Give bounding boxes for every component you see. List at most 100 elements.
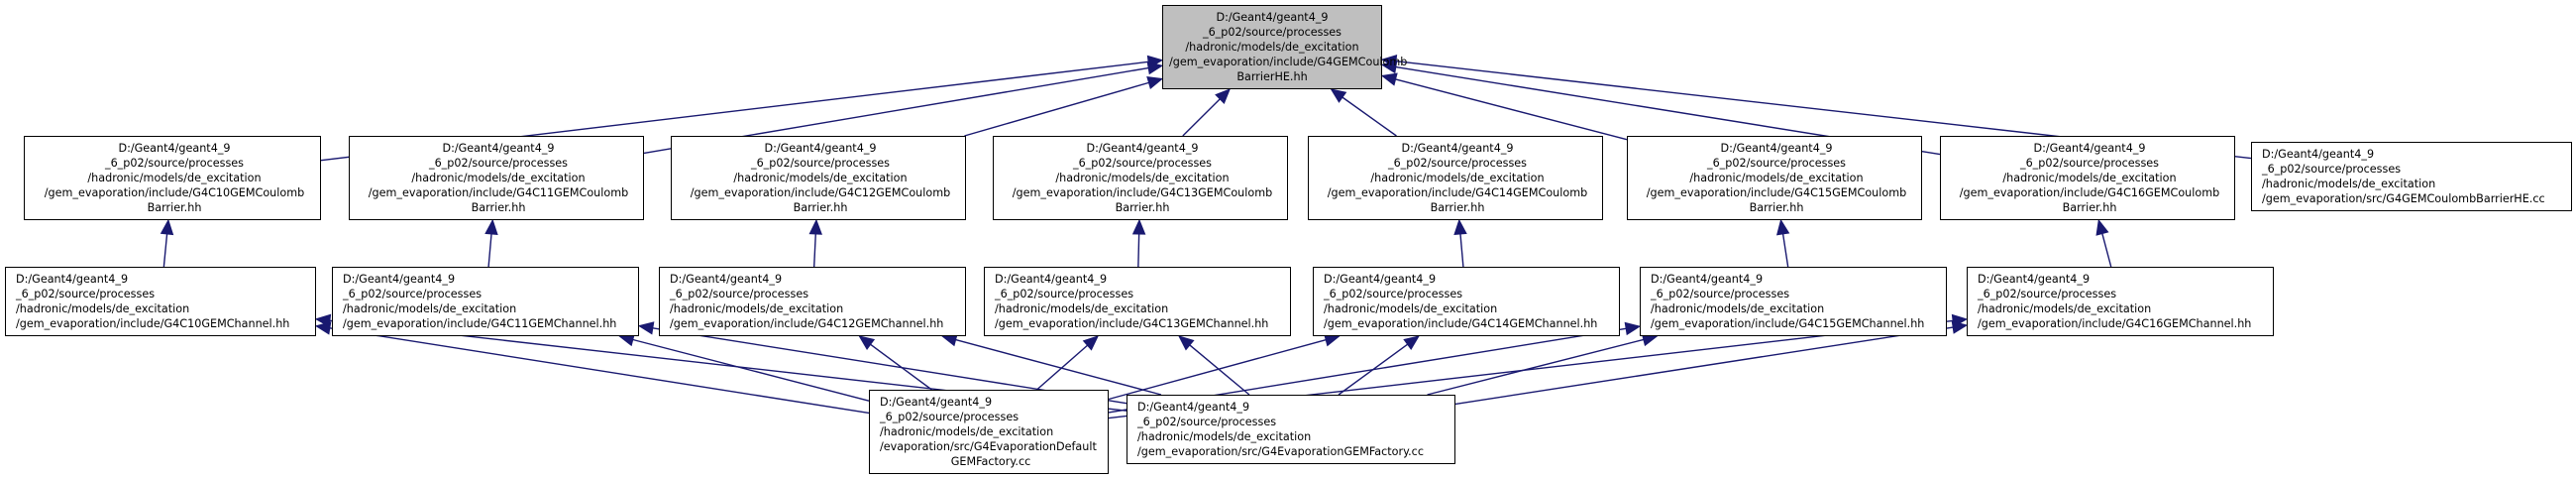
arrow-head — [1380, 72, 1398, 86]
arrow-head — [484, 218, 498, 236]
node-line: /hadronic/models/de_excitation — [733, 172, 908, 184]
node-line: _6_p02/source/processes — [1072, 157, 1213, 170]
node-barrier-c13[interactable]: D:/Geant4/geant4_9 _6_p02/source/process… — [993, 136, 1288, 220]
arrow-head — [1330, 88, 1347, 103]
node-line: /gem_evaporation/include/G4C10GEMChannel… — [16, 317, 290, 330]
node-line: D:/Geant4/geant4_9 — [442, 142, 555, 155]
node-line: _6_p02/source/processes — [995, 288, 1134, 300]
edge-line — [955, 338, 1162, 396]
edge-line — [162, 233, 168, 268]
node-channel-c12[interactable]: D:/Geant4/geant4_9 _6_p02/source/process… — [659, 267, 966, 336]
node-line: /hadronic/models/de_excitation — [670, 302, 844, 315]
node-line: _6_p02/source/processes — [880, 411, 1020, 423]
node-line: /gem_evaporation/include/G4C15GEMChannel… — [1651, 317, 1925, 330]
node-line: /hadronic/models/de_excitation — [1185, 41, 1359, 54]
arrow-head — [1215, 88, 1232, 105]
node-line: _6_p02/source/processes — [1202, 26, 1342, 39]
edge-line — [1182, 98, 1221, 137]
node-line: _6_p02/source/processes — [2262, 163, 2402, 176]
node-channel-c13[interactable]: D:/Geant4/geant4_9 _6_p02/source/process… — [984, 267, 1291, 336]
arrow-head — [2095, 218, 2109, 236]
edge-line — [2101, 233, 2112, 268]
edge-c11-to-b11 — [484, 218, 498, 268]
node-line: /hadronic/models/de_excitation — [1055, 172, 1230, 184]
node-line: D:/Geant4/geant4_9 — [118, 142, 231, 155]
arrow-head — [1403, 335, 1421, 351]
node-line: /hadronic/models/de_excitation — [995, 302, 1169, 315]
node-evaporation-default-gem-factory[interactable]: D:/Geant4/geant4_9 _6_p02/source/process… — [869, 390, 1109, 474]
node-line: /gem_evaporation/include/G4C14GEMCoulomb — [1327, 186, 1588, 199]
arrow-head — [1453, 218, 1467, 236]
node-channel-c16[interactable]: D:/Geant4/geant4_9 _6_p02/source/process… — [1967, 267, 2274, 336]
edge-c16-to-b16 — [2095, 218, 2112, 268]
node-line: D:/Geant4/geant4_9 — [764, 142, 877, 155]
node-line: D:/Geant4/geant4_9 — [995, 273, 1108, 286]
edge-c14-to-b14 — [1453, 218, 1467, 268]
arrow-head — [1131, 218, 1146, 235]
arrow-head — [858, 335, 876, 351]
edge-line — [1338, 343, 1409, 396]
node-barrier-c15[interactable]: D:/Geant4/geant4_9 _6_p02/source/process… — [1627, 136, 1922, 220]
node-channel-c10[interactable]: D:/Geant4/geant4_9 _6_p02/source/process… — [5, 267, 316, 336]
edge-fgem-to-c13 — [1178, 335, 1250, 396]
edge-line — [1427, 338, 1645, 396]
edge-line — [1395, 78, 1628, 141]
node-line: /hadronic/models/de_excitation — [1370, 172, 1545, 184]
edge-b13-to-root — [1182, 88, 1232, 137]
edge-c15-to-b15 — [1775, 218, 1790, 268]
edge-line — [812, 233, 816, 268]
edge-fgem-to-c15 — [1427, 333, 1659, 396]
node-line: /gem_evaporation/include/G4C16GEMCoulomb — [1959, 186, 2220, 199]
arrow-head — [1380, 55, 1398, 68]
node-channel-c14[interactable]: D:/Geant4/geant4_9 _6_p02/source/process… — [1313, 267, 1620, 336]
node-line: /hadronic/models/de_excitation — [1324, 302, 1498, 315]
node-barrier-c12[interactable]: D:/Geant4/geant4_9 _6_p02/source/process… — [671, 136, 966, 220]
edge-line — [632, 338, 870, 402]
arrow-head — [808, 218, 823, 235]
node-line: _6_p02/source/processes — [1706, 157, 1847, 170]
node-line: Barrier.hh — [793, 201, 848, 214]
edge-fgem-to-c16 — [1454, 320, 1969, 406]
node-channel-c11[interactable]: D:/Geant4/geant4_9 _6_p02/source/process… — [332, 267, 639, 336]
node-line: _6_p02/source/processes — [343, 288, 483, 300]
node-line: /gem_evaporation/include/G4C11GEMCoulomb — [368, 186, 629, 199]
node-line: /hadronic/models/de_excitation — [1651, 302, 1825, 315]
node-line: /hadronic/models/de_excitation — [411, 172, 586, 184]
node-line: BarrierHE.hh — [1236, 70, 1308, 83]
node-line: _6_p02/source/processes — [1651, 288, 1790, 300]
node-channel-c15[interactable]: D:/Geant4/geant4_9 _6_p02/source/process… — [1640, 267, 1947, 336]
node-line: /hadronic/models/de_excitation — [1978, 302, 2152, 315]
arrow-head — [1624, 321, 1642, 336]
edge-c12-to-b12 — [808, 218, 823, 268]
node-root[interactable]: D:/Geant4/geant4_9 _6_p02/source/process… — [1162, 5, 1407, 89]
node-line: /gem_evaporation/include/G4C15GEMCoulomb — [1646, 186, 1907, 199]
node-coulomb-barrier-he-cc[interactable]: D:/Geant4/geant4_9 _6_p02/source/process… — [2251, 142, 2572, 211]
node-line: _6_p02/source/processes — [428, 157, 569, 170]
node-line: D:/Geant4/geant4_9 — [16, 273, 129, 286]
node-barrier-c14[interactable]: D:/Geant4/geant4_9 _6_p02/source/process… — [1308, 136, 1603, 220]
node-line: /gem_evaporation/include/G4C12GEMCoulomb — [690, 186, 951, 199]
edge-line — [964, 81, 1149, 137]
edge-line — [1189, 344, 1250, 396]
node-line: _6_p02/source/processes — [2019, 157, 2160, 170]
edge-line — [329, 327, 870, 415]
node-line: _6_p02/source/processes — [1387, 157, 1528, 170]
node-line: /hadronic/models/de_excitation — [16, 302, 190, 315]
node-line: Barrier.hh — [1115, 201, 1170, 214]
node-barrier-c11[interactable]: D:/Geant4/geant4_9 _6_p02/source/process… — [349, 136, 644, 220]
node-line: _6_p02/source/processes — [1137, 416, 1277, 428]
node-evaporation-gem-factory[interactable]: D:/Geant4/geant4_9 _6_p02/source/process… — [1127, 395, 1455, 464]
edge-b12-to-root — [964, 76, 1164, 137]
arrow-head — [1146, 60, 1164, 75]
node-line: /gem_evaporation/include/G4C13GEMCoulomb — [1012, 186, 1273, 199]
node-line: D:/Geant4/geant4_9 — [2262, 148, 2375, 161]
node-line: /gem_evaporation/include/G4C13GEMChannel… — [995, 317, 1269, 330]
node-line: _6_p02/source/processes — [1978, 288, 2117, 300]
node-line: _6_p02/source/processes — [750, 157, 891, 170]
node-line: _6_p02/source/processes — [104, 157, 245, 170]
node-barrier-c16[interactable]: D:/Geant4/geant4_9 _6_p02/source/process… — [1940, 136, 2235, 220]
node-line: _6_p02/source/processes — [16, 288, 156, 300]
node-barrier-c10[interactable]: D:/Geant4/geant4_9 _6_p02/source/process… — [24, 136, 321, 220]
node-line: /hadronic/models/de_excitation — [1689, 172, 1864, 184]
